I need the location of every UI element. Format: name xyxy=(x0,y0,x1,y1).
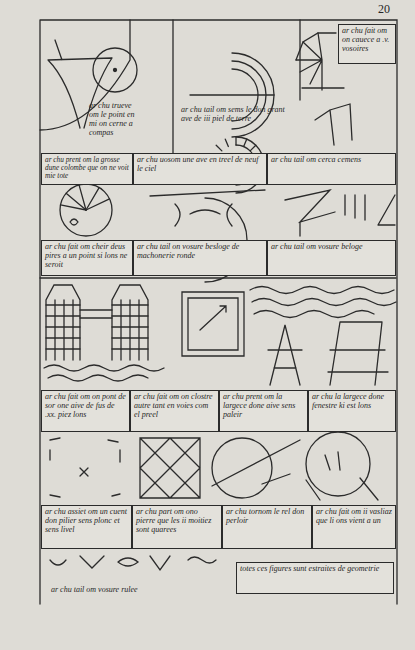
caption-box: ar chu la largece done fenestre ki est l… xyxy=(308,390,396,432)
ink-stroke xyxy=(46,315,80,316)
caption-box: ar chu fait om cheir deus pires a un poi… xyxy=(41,240,133,276)
centre-point xyxy=(114,69,117,72)
figure-caption: ar chu tail om sems le don grant ave de … xyxy=(178,104,296,138)
ink-stroke xyxy=(138,300,139,360)
caption-box: ar chu prent om la largece done aive sen… xyxy=(219,390,308,432)
ink-stroke xyxy=(72,300,73,360)
caption-box: ar chu fait om on cauece a .v. vosoires xyxy=(338,24,396,64)
caption-text: ar chu tail om sems le don grant ave de … xyxy=(181,106,293,124)
ink-stroke xyxy=(306,452,378,500)
caption-box: ar chu tail on vosure besloge de machone… xyxy=(133,240,267,276)
caption-text: ar chu fait om on pont de sor one aive d… xyxy=(45,393,126,420)
ink-stroke xyxy=(212,440,300,486)
ink-stroke xyxy=(86,199,110,210)
caption-text: ar chu prent om la grosse dune colombe q… xyxy=(45,156,129,181)
ink-stroke xyxy=(296,33,322,90)
ink-stroke xyxy=(46,304,80,305)
ink-stroke xyxy=(63,300,64,360)
caption-text: totes ces figures sunt estraites de geom… xyxy=(240,565,390,574)
caption-text: ar chu la largece done fenestre ki est l… xyxy=(312,393,392,411)
ink-stroke xyxy=(40,20,397,604)
caption-text: ar chu fait om cheir deus pires a un poi… xyxy=(45,243,129,270)
caption-text: ar chu trueve om le point en mi on cerne… xyxy=(89,102,141,138)
caption-box: ar chu assiet om un cuent don pilier sen… xyxy=(41,505,132,549)
caption-box: ar chu fait om ii vasliaz que li ons vie… xyxy=(312,505,396,549)
caption-text: ar chu fait om ii vasliaz que li ons vie… xyxy=(316,508,392,526)
ink-stroke xyxy=(182,292,244,356)
ink-stroke xyxy=(46,285,80,360)
caption-text: ar chu fait om on cauece a .v. vosoires xyxy=(342,27,392,54)
ink-drawing xyxy=(40,20,397,604)
caption-text: ar chu part om ono pierre que les ii moi… xyxy=(136,508,218,535)
caption-text: ar chu fait om on clostre autre tant en … xyxy=(134,393,215,420)
ink-stroke xyxy=(140,438,200,498)
caption-box: totes ces figures sunt estraites de geom… xyxy=(236,562,394,594)
ink-stroke xyxy=(40,277,396,278)
caption-box: ar chu tail om vosure beloge xyxy=(267,240,396,276)
ink-stroke xyxy=(120,300,121,360)
ink-circle xyxy=(60,184,112,236)
ink-stroke xyxy=(328,322,388,385)
ink-stroke xyxy=(345,195,395,225)
caption-box: ar chu uosom une ave en treel de neuf le… xyxy=(133,153,267,185)
ink-circle xyxy=(306,432,370,496)
ink-stroke xyxy=(268,325,302,385)
ink-stroke xyxy=(216,145,222,151)
ink-stroke xyxy=(46,337,80,338)
caption-box: ar chu fait om on clostre autre tant en … xyxy=(130,390,219,432)
ink-stroke xyxy=(129,300,130,360)
ink-stroke xyxy=(254,311,374,318)
ink-stroke xyxy=(44,365,164,381)
ink-stroke xyxy=(46,348,80,349)
ink-stroke xyxy=(80,310,112,318)
caption-box: ar chu part om ono pierre que les ii moi… xyxy=(132,505,222,549)
caption-text: ar chu assiet om un cuent don pilier sen… xyxy=(45,508,128,535)
caption-text: ar chu tornom le rel don perloir xyxy=(226,508,308,526)
caption-text: ar chu tail on vosure besloge de machone… xyxy=(137,243,263,261)
ink-stroke xyxy=(302,88,352,145)
caption-box: ar chu fait om on pont de sor one aive d… xyxy=(41,390,130,432)
ink-stroke xyxy=(296,33,336,60)
folio-number: 20 xyxy=(378,2,390,17)
ink-circle xyxy=(212,438,272,498)
figure-caption: ar chu tail om vosure rulee xyxy=(48,584,218,600)
ink-stroke xyxy=(112,285,148,360)
ink-stroke xyxy=(252,299,396,306)
ink-stroke xyxy=(50,556,216,570)
caption-text: ar chu prent om la largece done aive sen… xyxy=(223,393,304,420)
ink-stroke xyxy=(285,190,335,236)
ink-stroke xyxy=(235,137,236,145)
ink-stroke xyxy=(250,287,394,294)
ink-stroke xyxy=(46,326,80,327)
ink-stroke xyxy=(244,139,247,146)
caption-text: ar chu tail om cerca cemens xyxy=(271,156,392,165)
ink-stroke xyxy=(225,139,228,146)
caption-box: ar chu prent om la grosse dune colombe q… xyxy=(41,153,133,185)
ink-stroke xyxy=(190,94,274,95)
caption-box: ar chu tornom le rel don perloir xyxy=(222,505,312,549)
caption-box: ar chu tail om cerca cemens xyxy=(267,153,396,185)
caption-text: ar chu tail om vosure rulee xyxy=(51,586,215,595)
ink-stroke xyxy=(40,20,300,153)
ink-circle xyxy=(93,48,137,92)
ink-stroke xyxy=(250,145,256,151)
caption-text: ar chu tail om vosure beloge xyxy=(271,243,392,252)
ink-stroke xyxy=(70,219,78,225)
caption-text: ar chu uosom une ave en treel de neuf le… xyxy=(137,156,263,174)
ink-stroke xyxy=(79,185,86,210)
figure-caption: ar chu trueve om le point en mi on cerne… xyxy=(86,100,144,144)
ink-stroke xyxy=(50,438,120,497)
ink-stroke xyxy=(54,300,55,360)
ink-stroke xyxy=(150,190,265,226)
